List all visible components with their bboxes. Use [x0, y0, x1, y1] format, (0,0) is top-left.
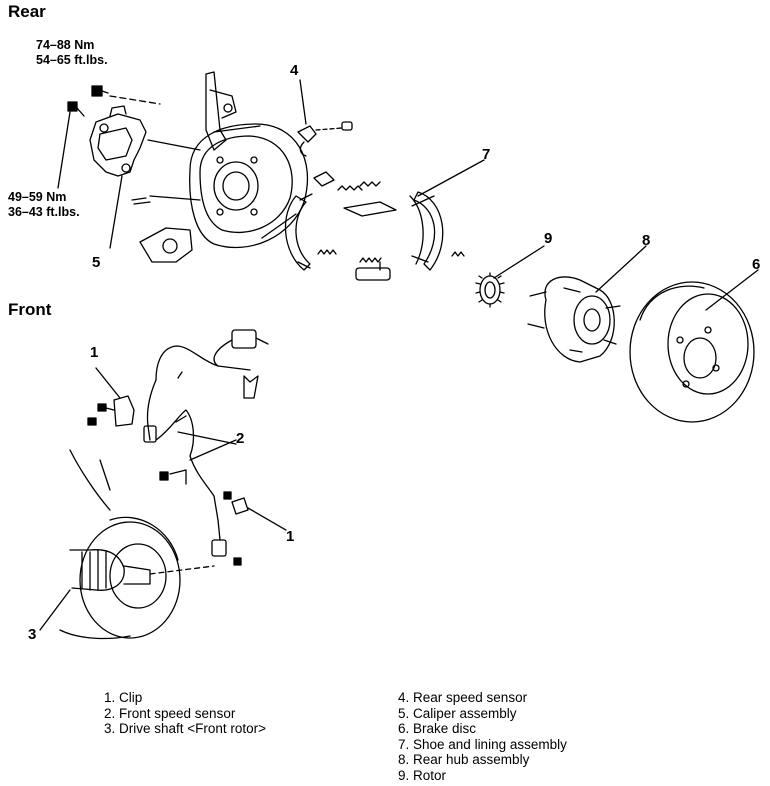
- legend-item: 8. Rear hub assembly: [398, 752, 530, 767]
- rear-hub: [527, 245, 647, 363]
- callout-6: 6: [752, 256, 761, 273]
- callout-9: 9: [544, 230, 553, 247]
- callout-2-leader: [177, 431, 237, 445]
- caliper-assembly: [89, 105, 147, 177]
- front-knuckle: [59, 449, 181, 640]
- bolt-leader-dashed: [109, 95, 161, 105]
- brake-shoe-left: [284, 193, 313, 271]
- torque-left-ftlbs: 36–43 ft.lbs.: [8, 205, 80, 219]
- front-speed-sensor-harness: [143, 329, 269, 557]
- callout-5-leader: [109, 175, 123, 249]
- caliper-pins: [131, 197, 151, 205]
- legend-item: 9. Rotor: [398, 767, 447, 783]
- torque-spec-left: 49–59 Nm 36–43 ft.lbs.: [8, 190, 80, 220]
- brake-disc: [629, 269, 759, 423]
- legend-item: 7. Shoe and lining assembly: [398, 736, 567, 752]
- legend-item: 1. Clip: [104, 690, 143, 705]
- legend-item: 4. Rear speed sensor: [398, 690, 528, 705]
- torque-left-nm: 49–59 Nm: [8, 190, 67, 204]
- backing-plate: [189, 123, 309, 249]
- callout-3: 3: [28, 626, 37, 643]
- front-clip-upper: [87, 367, 135, 427]
- caliper-bolt-top: [91, 85, 109, 97]
- callout-7: 7: [482, 146, 491, 163]
- callout-7-leader: [417, 159, 485, 197]
- callout-1-lower: 1: [286, 528, 295, 545]
- torque-leader-left: [57, 111, 71, 189]
- legend-right: 4. Rear speed sensor 5. Caliper assembly…: [398, 690, 567, 783]
- callout-1-upper: 1: [90, 344, 99, 361]
- section-title-front: Front: [8, 300, 52, 319]
- torque-top-ftlbs: 54–65 ft.lbs.: [36, 53, 108, 67]
- legend-item: 5. Caliper assembly: [398, 705, 517, 721]
- callout-4: 4: [290, 62, 299, 79]
- rear-speed-sensor: [297, 79, 353, 157]
- tone-ring-rotor: [475, 245, 545, 308]
- front-clip-lower: [159, 469, 287, 566]
- section-title-rear: Rear: [8, 2, 46, 21]
- shoe-springs: [313, 171, 465, 281]
- torque-top-nm: 74–88 Nm: [36, 38, 95, 52]
- legend-item: 6. Brake disc: [398, 721, 477, 736]
- torque-spec-top: 74–88 Nm 54–65 ft.lbs.: [36, 38, 108, 68]
- brake-shoe-right: [409, 191, 444, 271]
- caliper-bolt-left: [67, 101, 85, 117]
- callout-8: 8: [642, 232, 651, 249]
- legend-left: 1. Clip 2. Front speed sensor 3. Drive s…: [104, 690, 266, 737]
- callout-2: 2: [236, 430, 245, 447]
- legend-item: 3. Drive shaft <Front rotor>: [104, 721, 267, 736]
- callout-5: 5: [92, 254, 101, 271]
- drive-shaft: [39, 549, 215, 631]
- legend-item: 2. Front speed sensor: [104, 705, 236, 721]
